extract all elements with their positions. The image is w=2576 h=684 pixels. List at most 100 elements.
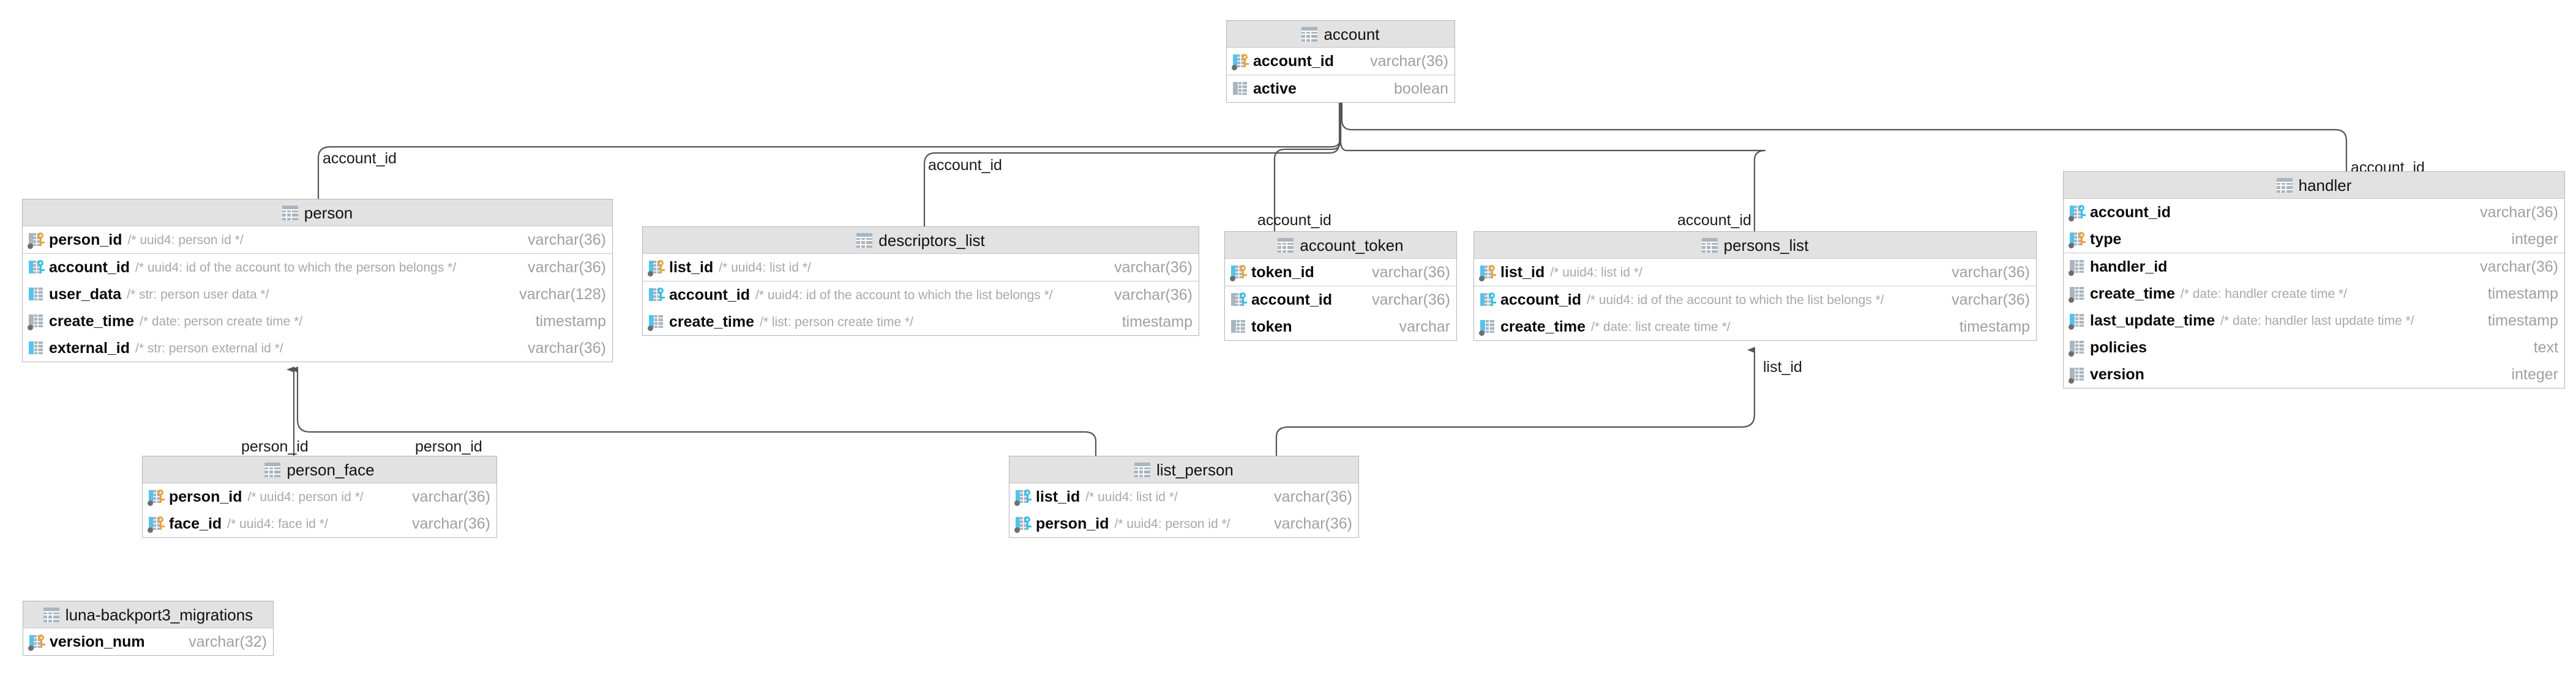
- column-name: policies: [2090, 338, 2147, 356]
- column-type: varchar(128): [519, 285, 606, 303]
- table-header[interactable]: person: [23, 199, 612, 226]
- table-row[interactable]: create_time/* date: person create time *…: [23, 308, 612, 335]
- column-icon: [2069, 284, 2087, 303]
- table-header[interactable]: person_face: [143, 456, 496, 483]
- table-row[interactable]: type integer: [2064, 226, 2564, 253]
- column-name: token: [1251, 318, 1292, 335]
- table-row[interactable]: person_id/* uuid4: person id */varchar(3…: [1009, 510, 1358, 537]
- column-type: varchar(36): [2480, 203, 2558, 221]
- column-icon: [1479, 318, 1497, 336]
- table-title: luna-backport3_migrations: [65, 605, 253, 624]
- column-group: handler_id varchar(36) create_time/* date:…: [2064, 253, 2564, 388]
- column-name: account_id: [49, 258, 130, 276]
- foreign-key-icon: [648, 286, 666, 304]
- table-row[interactable]: last_update_time/* date: handler last up…: [2064, 307, 2564, 334]
- column-type: text: [2533, 338, 2558, 356]
- table-row[interactable]: handler_id varchar(36): [2064, 253, 2564, 280]
- relationship-edge: [1275, 347, 1756, 459]
- column-type: integer: [2511, 230, 2558, 248]
- table-row[interactable]: external_id/* str: person external id */…: [23, 335, 612, 362]
- table-row[interactable]: list_id/* uuid4: list id */varchar(36): [1474, 259, 2036, 286]
- table-header[interactable]: account: [1227, 21, 1455, 48]
- table-title: person_face: [286, 460, 375, 479]
- table-row[interactable]: account_id/* uuid4: id of the account to…: [643, 281, 1199, 308]
- primary-key-icon: [1232, 52, 1250, 70]
- column-name: external_id: [49, 339, 130, 357]
- column-name: type: [2090, 230, 2122, 248]
- column-type: varchar(36): [528, 258, 606, 276]
- column-comment: /* uuid4: list id */: [719, 260, 811, 275]
- table-icon: [264, 462, 281, 477]
- column-type: varchar(36): [1370, 52, 1448, 70]
- column-group: list_id/* uuid4: list id */varchar(36): [643, 254, 1199, 281]
- column-type: varchar(36): [1952, 263, 2030, 281]
- column-comment: /* list: person create time */: [759, 314, 913, 329]
- primary-key-icon: [28, 633, 47, 651]
- column-name: user_data: [49, 285, 122, 303]
- table-icon: [43, 607, 59, 622]
- table-row[interactable]: list_id/* uuid4: list id */varchar(36): [1009, 483, 1358, 510]
- column-comment: /* uuid4: person id */: [247, 489, 364, 504]
- table-row[interactable]: create_time/* list: person create time *…: [643, 308, 1199, 335]
- column-type: varchar(36): [1274, 488, 1352, 505]
- column-name: list_id: [1500, 263, 1545, 281]
- table-header[interactable]: handler: [2064, 172, 2564, 199]
- table-icon: [1301, 26, 1318, 42]
- table-row[interactable]: account_id /* uuid4: id of the account to…: [23, 254, 612, 281]
- table-row[interactable]: list_id/* uuid4: list id */varchar(36): [643, 254, 1199, 281]
- primary-key-icon: [648, 258, 666, 277]
- table-columns: person_id/* uuid4: person id */varchar(3…: [23, 226, 612, 362]
- column-comment: /* uuid4: id of the account to which the…: [135, 260, 457, 275]
- table-row[interactable]: person_id/* uuid4: person id */varchar(3…: [143, 483, 496, 510]
- relationship-edge: [1335, 58, 2348, 174]
- table-header[interactable]: luna-backport3_migrations: [23, 601, 273, 628]
- table-header[interactable]: persons_list: [1474, 232, 2036, 259]
- table-row[interactable]: person_id/* uuid4: person id */varchar(3…: [23, 226, 612, 253]
- column-icon: [2069, 258, 2087, 276]
- table-header[interactable]: account_token: [1225, 232, 1456, 259]
- table-header[interactable]: list_person: [1009, 456, 1358, 483]
- column-name: account_id: [669, 286, 750, 303]
- table-person_face[interactable]: person_face person_id/* uuid4: person id …: [142, 456, 497, 538]
- column-type: varchar(36): [1114, 286, 1193, 303]
- table-header[interactable]: descriptors_list: [643, 227, 1199, 254]
- table-row[interactable]: user_data/* str: person user data */varc…: [23, 281, 612, 308]
- table-title: account_token: [1300, 236, 1404, 255]
- edge-label: list_id: [1763, 359, 1802, 376]
- table-row[interactable]: account_id/* uuid4: id of the account to…: [1474, 286, 2036, 313]
- table-row[interactable]: create_time/* date: list create time */t…: [1474, 313, 2036, 340]
- table-row[interactable]: face_id/* uuid4: face id */varchar(36): [143, 510, 496, 537]
- column-name: handler_id: [2090, 258, 2168, 275]
- foreign-key-icon: [1479, 291, 1497, 309]
- column-type: varchar(36): [412, 488, 490, 505]
- edge-label: account_id: [1677, 212, 1751, 229]
- table-row[interactable]: create_time/* date: handler create time …: [2064, 280, 2564, 307]
- table-row[interactable]: policies text: [2064, 334, 2564, 361]
- column-type: varchar(36): [2480, 258, 2558, 275]
- column-group: person_id/* uuid4: person id */varchar(3…: [143, 483, 496, 537]
- column-name: create_time: [49, 312, 134, 330]
- column-type: timestamp: [1121, 313, 1193, 330]
- column-type: varchar(36): [1114, 258, 1193, 276]
